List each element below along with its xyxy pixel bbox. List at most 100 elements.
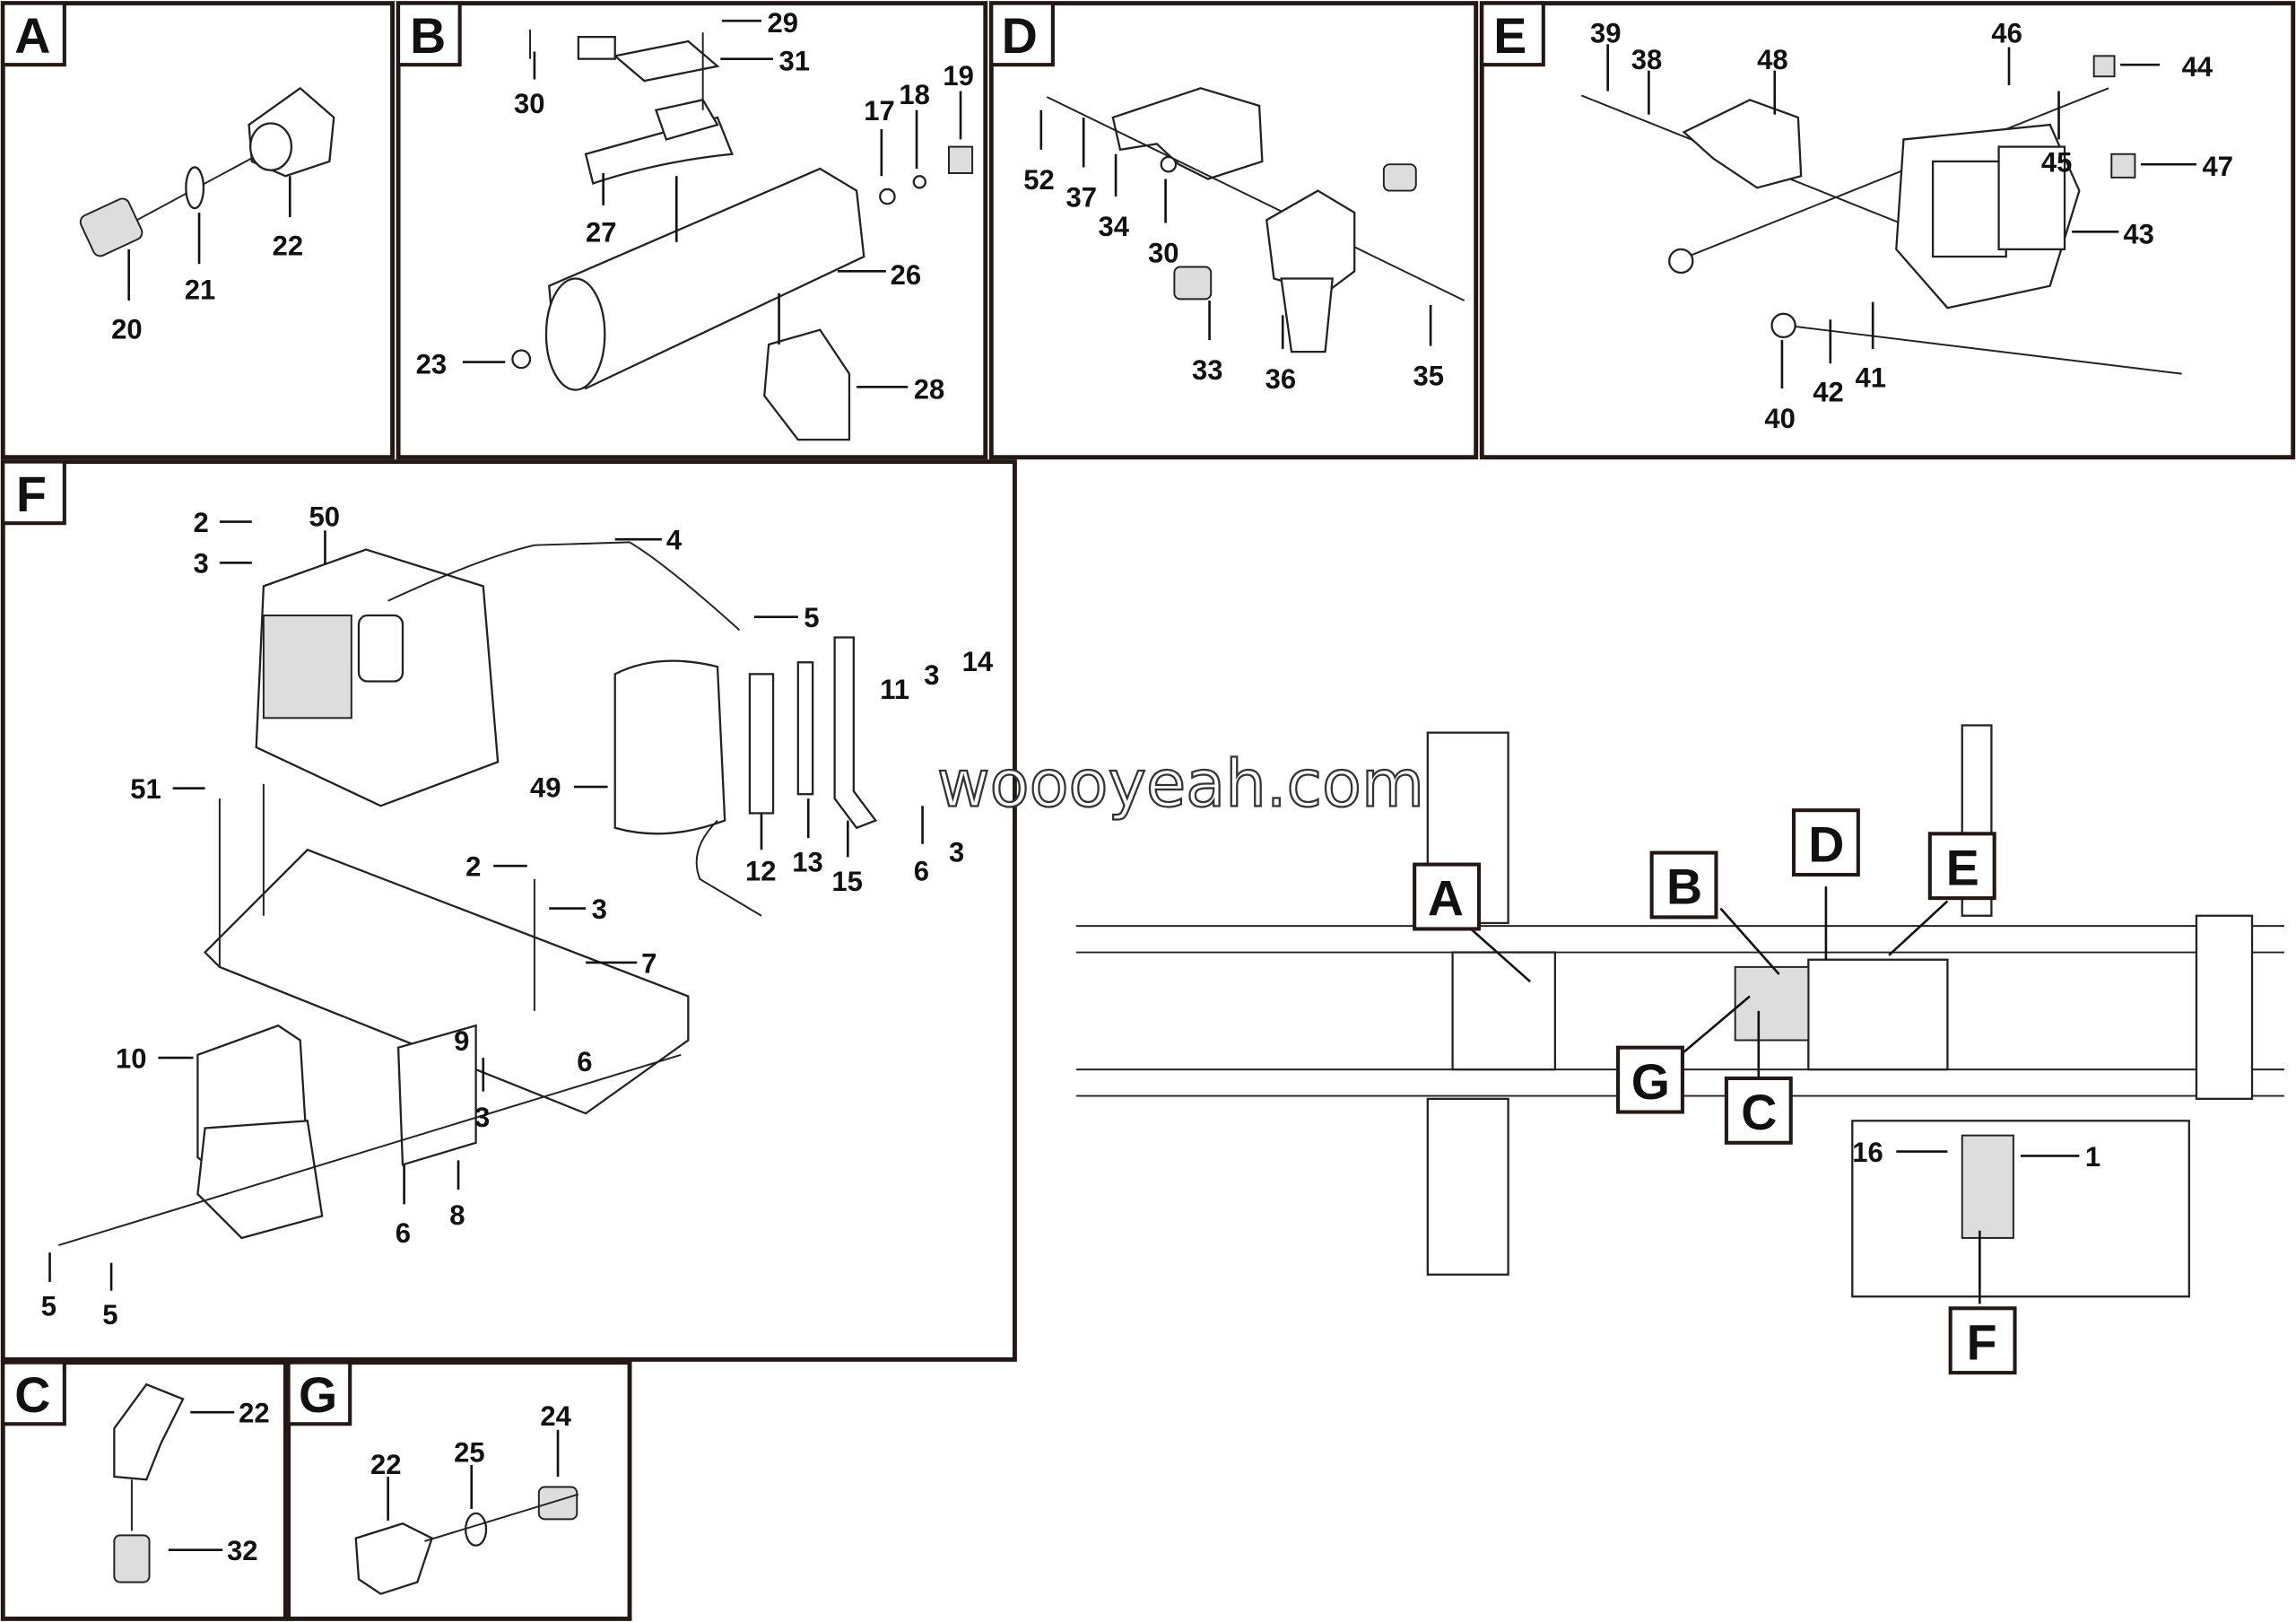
svg-text:E: E: [1493, 8, 1526, 64]
panel-c-parts: [113, 1382, 235, 1583]
callout: 9: [454, 1025, 469, 1057]
svg-text:A: A: [1428, 871, 1464, 927]
svg-text:F: F: [16, 467, 47, 522]
callout: 3: [924, 659, 939, 691]
callout: 35: [1413, 361, 1444, 392]
callout: 19: [943, 60, 974, 92]
panel-c-frame: [0, 1360, 288, 1621]
callout: 37: [1066, 182, 1098, 214]
overview-marker-g: G: [1616, 1045, 1684, 1114]
callout: 5: [102, 1299, 117, 1330]
overview-marker-a: A: [1413, 862, 1482, 931]
callout: 5: [41, 1290, 57, 1321]
panel-g-parts: [354, 1429, 579, 1595]
panel-f-label: F: [1, 459, 66, 526]
callout: 36: [1265, 363, 1296, 395]
callout: 30: [514, 88, 545, 119]
svg-text:C: C: [14, 1367, 50, 1423]
panel-a-frame: [0, 1, 395, 460]
callout: 38: [1631, 44, 1663, 75]
callout: 6: [396, 1217, 411, 1249]
panel-f-frame: [0, 459, 1017, 1362]
callout: 17: [864, 95, 894, 126]
callout: 49: [530, 772, 561, 803]
callout: 11: [880, 674, 909, 705]
callout: 33: [1192, 354, 1223, 386]
svg-text:D: D: [1808, 816, 1844, 872]
panel-g-frame: [286, 1360, 632, 1621]
svg-text:C: C: [1741, 1085, 1777, 1140]
svg-text:F: F: [1967, 1314, 1997, 1370]
callout: 51: [130, 773, 161, 805]
callout: 46: [1991, 18, 2022, 49]
svg-text:D: D: [1002, 8, 1038, 64]
callout: 43: [2123, 218, 2154, 249]
panel-e-parts: [1580, 44, 2196, 388]
svg-text:A: A: [14, 8, 50, 64]
panel-g-label: G: [286, 1360, 352, 1426]
callout: 3: [592, 894, 607, 925]
callout: 3: [474, 1102, 490, 1133]
svg-text:E: E: [1946, 840, 1979, 895]
svg-text:G: G: [299, 1367, 337, 1423]
callout: 31: [779, 46, 811, 77]
panel-d-label: D: [989, 1, 1055, 67]
callout: 52: [1023, 164, 1055, 196]
callout: 32: [227, 1535, 258, 1566]
callout: 21: [185, 274, 215, 305]
overview-marker-d: D: [1791, 808, 1860, 877]
callout: 13: [792, 847, 822, 878]
callout: 2: [194, 507, 209, 538]
callout: 41: [1856, 362, 1886, 393]
panel-a-label: A: [1, 1, 66, 67]
callout: 29: [768, 7, 799, 39]
callout: 7: [641, 947, 657, 979]
callout: 4: [666, 525, 683, 556]
callout: 28: [914, 373, 945, 405]
callout: 18: [899, 79, 930, 110]
panel-a-parts: [79, 86, 335, 301]
callout: 2: [465, 851, 481, 883]
callout: 50: [309, 501, 339, 532]
panel-d-frame: [988, 1, 1479, 460]
callout: 34: [1098, 211, 1129, 242]
callout: 16: [1852, 1137, 1883, 1168]
callout: 3: [949, 836, 964, 868]
callout: 22: [239, 1398, 270, 1429]
callout: 12: [745, 856, 777, 887]
callout: 6: [577, 1046, 592, 1077]
panel-f-parts: [48, 520, 924, 1291]
panel-d-parts: [1039, 87, 1465, 353]
panel-b-parts: [462, 19, 974, 441]
overview-marker-b: B: [1649, 850, 1718, 920]
callout: 3: [194, 548, 209, 580]
panel-e-frame: [1479, 1, 2296, 460]
callout: 8: [449, 1199, 465, 1231]
overview-marker-e: E: [1927, 832, 1996, 901]
callout: 6: [914, 856, 929, 887]
overview-marker-f: F: [1948, 1306, 2017, 1375]
panel-b-frame: [396, 1, 988, 460]
overview-marker-c: C: [1724, 1076, 1793, 1145]
callout: 26: [891, 259, 922, 291]
svg-text:B: B: [1666, 859, 1702, 915]
callout: 23: [416, 349, 448, 380]
callout: 1: [2085, 1141, 2100, 1173]
svg-text:B: B: [410, 8, 446, 64]
callout: 24: [540, 1400, 571, 1432]
panel-b-label: B: [396, 1, 462, 67]
svg-text:G: G: [1631, 1054, 1670, 1110]
callout: 25: [454, 1437, 485, 1469]
callout: 22: [370, 1449, 402, 1480]
callout: 42: [1813, 377, 1843, 408]
callout: 10: [116, 1043, 146, 1075]
callout: 20: [111, 313, 143, 344]
callout: 5: [804, 602, 819, 633]
callout: 14: [962, 646, 994, 677]
callout: 30: [1148, 238, 1179, 269]
callout: 15: [831, 866, 863, 897]
callout: 27: [586, 217, 617, 249]
panel-e-label: E: [1480, 1, 1545, 67]
callout: 40: [1764, 403, 1796, 434]
